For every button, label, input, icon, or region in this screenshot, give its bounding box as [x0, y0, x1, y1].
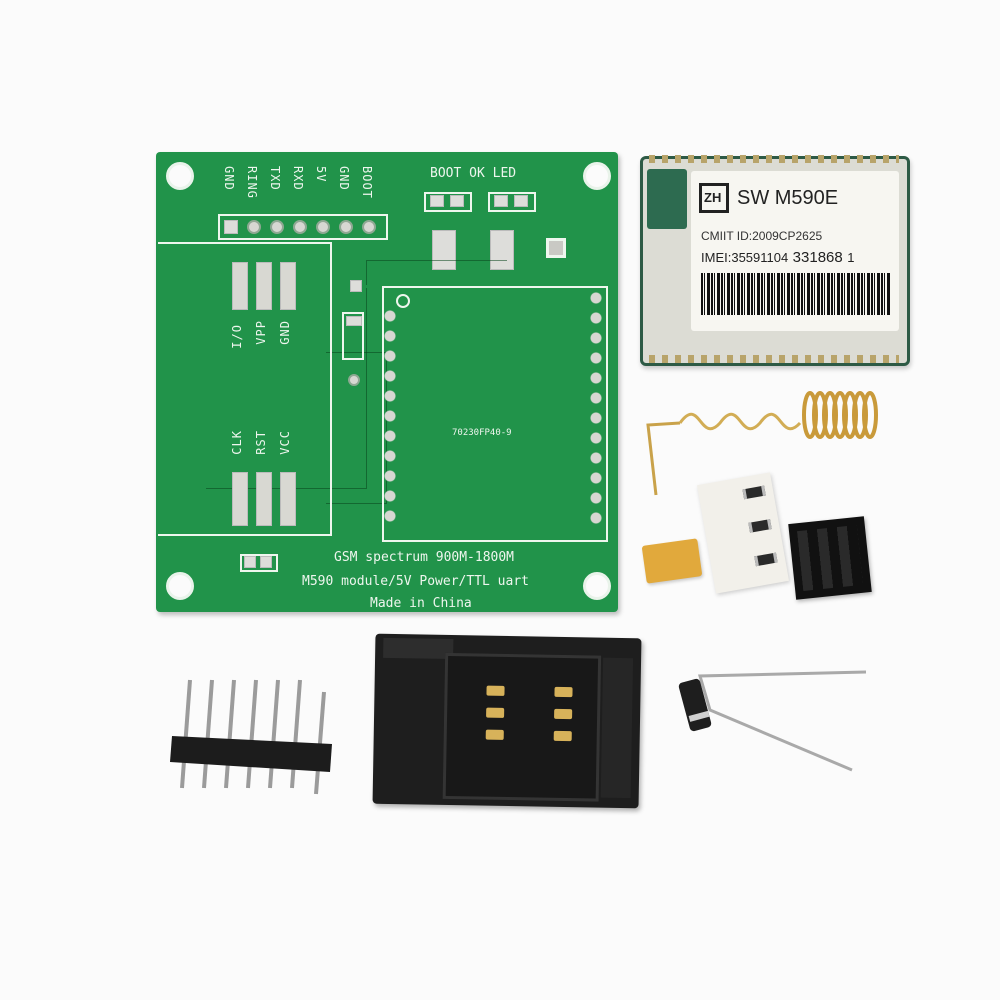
sim-contact-pad	[280, 262, 296, 310]
sim-holder-side-rail	[600, 657, 634, 799]
sim-label-rst: RST	[254, 430, 268, 455]
via-pad	[350, 280, 362, 292]
module-pcb-edge	[647, 169, 687, 229]
sim-contact-pad	[256, 262, 272, 310]
led-pad	[514, 195, 528, 207]
led-pad-outline	[424, 192, 472, 212]
imei-barcode	[701, 273, 891, 315]
mounting-hole	[166, 572, 194, 600]
led-pad	[430, 195, 444, 207]
pin-header	[170, 679, 332, 795]
module-footprint: 70230FP40-9	[382, 286, 608, 542]
module-pads-left	[384, 310, 396, 530]
brand-logo: ZH	[699, 183, 729, 213]
sim-label-gnd: GND	[278, 320, 292, 345]
imei-check: 1	[847, 250, 855, 265]
sim-contact-pad	[256, 472, 272, 526]
header-label-5v: 5V	[314, 166, 328, 183]
imei-prefix: IMEI:35591104	[701, 250, 789, 265]
sim-contact-pad	[232, 472, 248, 526]
tantalum-capacitor	[641, 538, 703, 584]
sim-contact	[486, 685, 505, 696]
sim-label-vpp: VPP	[254, 320, 268, 345]
header-pad	[316, 220, 330, 234]
pad	[244, 556, 256, 568]
sim-footprint: I/O VPP GND CLK RST VCC	[158, 242, 332, 536]
via-pad	[546, 238, 566, 258]
header-pad-square	[224, 220, 238, 234]
pin1-marker	[396, 294, 410, 308]
module-pads-right	[590, 292, 602, 532]
capacitor-pad	[432, 230, 456, 270]
module-imei: IMEI:35591104 331868 1	[701, 249, 854, 267]
mounting-hole	[583, 572, 611, 600]
sim-holder-frame	[442, 652, 602, 802]
pad-outline	[240, 554, 278, 572]
sim-holder-hinge	[383, 637, 454, 660]
sim-contact	[553, 730, 572, 742]
header-pad	[362, 220, 376, 234]
led-pad-outline	[488, 192, 536, 212]
led-pads-right	[488, 192, 538, 212]
header-pad	[293, 220, 307, 234]
bottom-pads	[240, 554, 280, 572]
smd-pad	[346, 316, 362, 326]
sim-contact-pad	[232, 262, 248, 310]
pcb-text-module: M590 module/5V Power/TTL uart	[302, 574, 529, 589]
diode	[678, 670, 867, 772]
sim-label-vcc: VCC	[278, 430, 292, 455]
header-pad	[339, 220, 353, 234]
header-label-txd: TXD	[268, 166, 282, 191]
sim-contact	[554, 686, 573, 698]
header-pad	[270, 220, 284, 234]
module-castellations-bottom	[649, 355, 899, 363]
imei-suffix: 331868	[792, 249, 843, 266]
sim-card-holder	[372, 633, 642, 809]
header-label-rxd: RXD	[291, 166, 305, 191]
brand-logo-text: ZH	[704, 190, 722, 205]
module-model: SW M590E	[737, 187, 839, 209]
sim-contact	[554, 708, 573, 720]
pcb-text-spectrum: GSM spectrum 900M-1800M	[334, 550, 515, 565]
header-pad	[247, 220, 261, 234]
led-pad	[450, 195, 464, 207]
mounting-hole	[166, 162, 194, 190]
sim-label-clk: CLK	[230, 430, 244, 455]
pcb-text-origin: Made in China	[370, 596, 472, 611]
via-pad	[348, 374, 360, 386]
sim-label-io: I/O	[230, 324, 244, 349]
smd-resistor	[754, 552, 778, 567]
spring-antenna	[646, 391, 878, 496]
smd-resistor	[742, 485, 766, 500]
module-castellations-top	[649, 155, 899, 163]
smd-resistor	[748, 519, 772, 533]
module-label: ZH SW M590E CMIIT ID:2009CP2625 IMEI:355…	[691, 171, 899, 331]
mounting-hole	[583, 162, 611, 190]
gsm-pcb-board: GND RING TXD RXD 5V GND BOOT BOOT OK LED	[156, 152, 618, 612]
capacitor-pad	[490, 230, 514, 270]
smd-component-outline	[342, 312, 364, 360]
sim-contact	[485, 729, 504, 740]
led-label: BOOT OK LED	[430, 166, 517, 181]
pcb-trace	[366, 260, 507, 285]
header-label-ring: RING	[245, 166, 259, 199]
led-pad	[494, 195, 508, 207]
led-pads-left	[424, 192, 474, 212]
header-label-boot: BOOT	[360, 166, 374, 199]
sim-contact	[486, 707, 505, 718]
header-label-gnd-2: GND	[337, 166, 351, 191]
header-footprint	[218, 214, 388, 240]
m590e-gsm-module: ZH SW M590E CMIIT ID:2009CP2625 IMEI:355…	[640, 155, 910, 366]
header-label-gnd: GND	[222, 166, 236, 191]
power-ic	[788, 516, 872, 600]
sim-contact-pad	[280, 472, 296, 526]
ic-body-pattern	[797, 525, 863, 591]
chip-marking: 70230FP40-9	[452, 428, 512, 438]
pad	[260, 556, 272, 568]
header-labels: GND RING TXD RXD 5V GND BOOT	[222, 166, 392, 216]
module-cmiit: CMIIT ID:2009CP2625	[701, 229, 823, 243]
